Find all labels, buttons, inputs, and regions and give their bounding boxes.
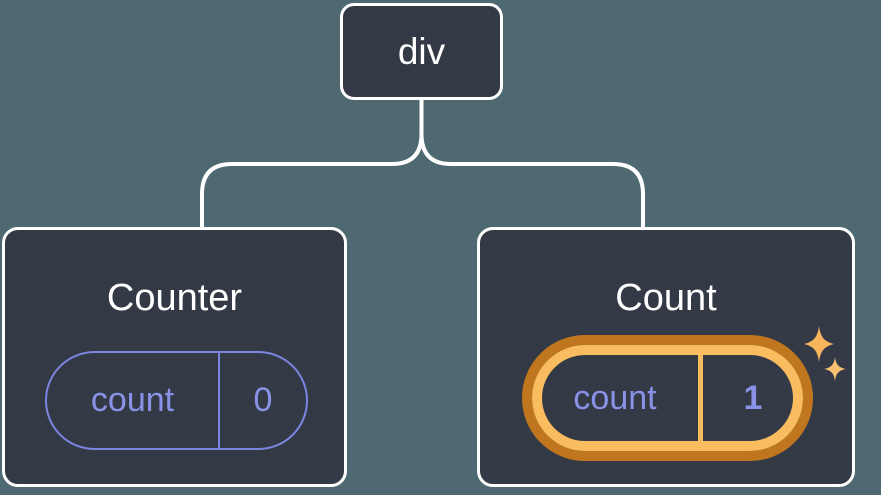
state-pill: count 0 (45, 351, 308, 450)
component-card-count: Count count 1 (477, 227, 855, 487)
state-value: 1 (743, 378, 763, 417)
component-title: Count (615, 277, 717, 319)
pill-divider (218, 353, 220, 448)
state-name-label: count (573, 378, 657, 417)
state-value: 0 (253, 381, 273, 419)
connector-branch-right (419, 133, 645, 230)
root-node-label: div (397, 30, 446, 72)
component-title: Counter (106, 277, 243, 319)
highlight-ring (532, 345, 803, 451)
component-card-counter: Counter count 0 (2, 227, 347, 487)
pill-divider (698, 345, 703, 451)
sparkle-icon (824, 357, 846, 381)
state-pill-highlighted: count 1 (522, 335, 813, 461)
state-name-label: count (90, 381, 175, 419)
connector-branch-left (200, 133, 424, 230)
sparkle-icon (804, 326, 834, 362)
root-node-div: div (340, 3, 503, 100)
